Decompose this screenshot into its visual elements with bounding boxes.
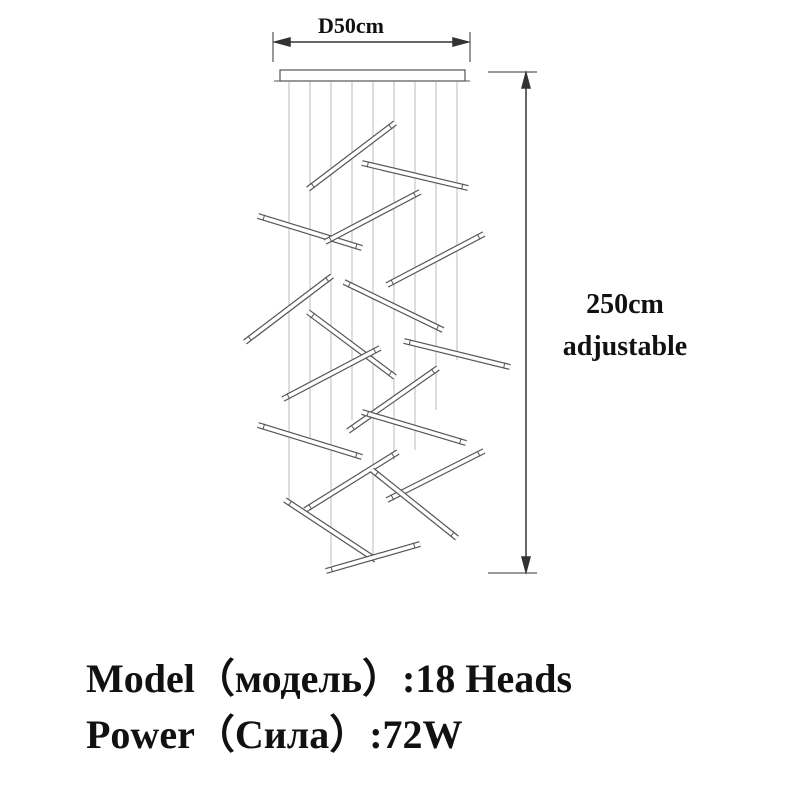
chandelier-diagram [243,32,537,575]
light-tube [257,422,363,460]
power-spec: Power（Сила）:72W [86,712,463,757]
light-tube [306,120,397,192]
model-spec: Model（модель）:18 Heads [86,656,573,701]
light-tube [283,497,378,563]
height-value: 250cm [586,289,664,320]
light-tube [370,467,459,541]
suspension-wires [288,82,458,565]
light-tube [306,309,397,380]
height-note: adjustable [562,331,688,362]
light-tube [385,231,486,288]
light-tube [342,279,445,333]
width-label: D50cm [318,13,384,38]
light-tubes [243,120,511,574]
height-label: 250cm adjustable [540,284,710,368]
light-tube [243,273,334,345]
height-dimension [488,70,537,575]
width-dimension [272,32,471,62]
light-tube [361,409,467,446]
light-tube [257,213,363,251]
ceiling-canopy [279,69,466,82]
light-tube [361,160,469,191]
light-tube [325,541,421,574]
light-tube [323,189,422,245]
light-tube [303,449,400,513]
light-tube [346,365,440,434]
light-tube [281,345,382,402]
light-tube [403,338,511,370]
